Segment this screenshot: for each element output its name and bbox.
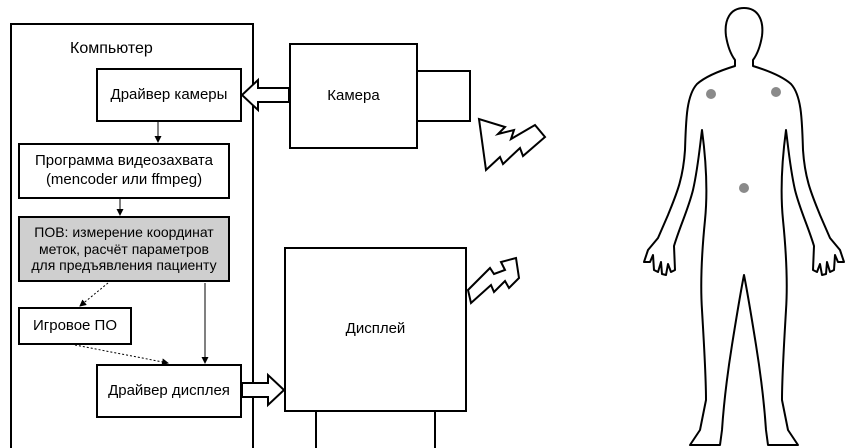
marker-abdomen bbox=[739, 183, 749, 193]
arrow-game-to-display-driver bbox=[75, 345, 168, 363]
marker-left-shoulder bbox=[706, 89, 716, 99]
hollow-arrow-camera-to-driver bbox=[242, 80, 289, 110]
arrow-pov-to-game bbox=[80, 283, 108, 306]
hollow-arrow-driver-to-display bbox=[242, 375, 284, 405]
light-signal-from-display-icon bbox=[468, 258, 519, 303]
human-silhouette bbox=[644, 8, 844, 445]
light-signal-to-camera-icon bbox=[479, 119, 545, 170]
marker-right-shoulder bbox=[771, 87, 781, 97]
